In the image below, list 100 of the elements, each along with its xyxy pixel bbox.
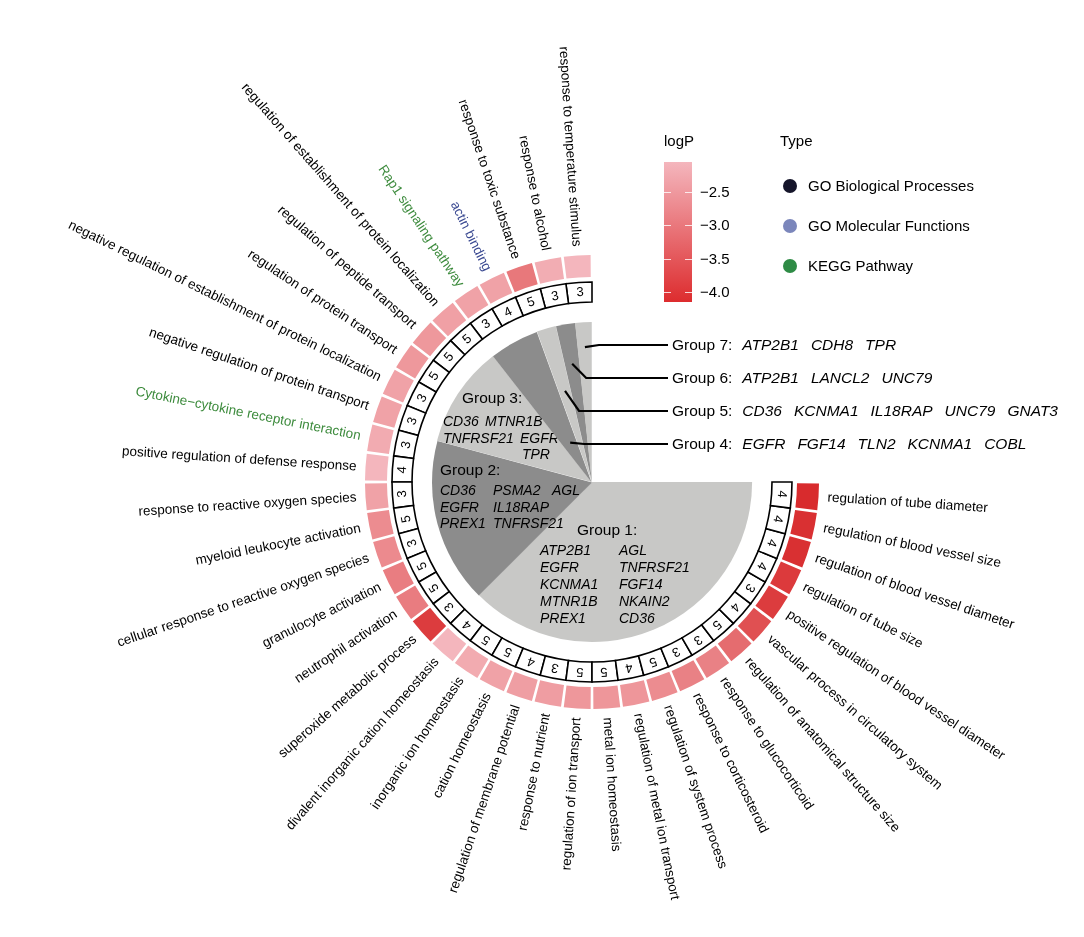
group-label: Group 7: xyxy=(672,335,733,355)
gene-count: 3 xyxy=(669,644,683,661)
gene-count: 3 xyxy=(479,316,494,332)
gene-count: 4 xyxy=(770,514,786,524)
gene-name: PREX1 xyxy=(540,610,586,626)
legend-title: Type xyxy=(780,132,813,149)
gene-name: EGFR xyxy=(540,559,579,575)
gene-count: 5 xyxy=(426,580,442,595)
gene-count: 5 xyxy=(479,632,494,648)
gene-name: MTNR1B xyxy=(485,413,543,429)
gene-count: 4 xyxy=(459,617,475,633)
term-label: regulation of tube diameter xyxy=(826,489,989,516)
gene-name: MTNR1B xyxy=(540,593,598,609)
gene-name: UNC79 xyxy=(944,401,996,421)
gene-count: 5 xyxy=(709,617,725,633)
gene-count: 3 xyxy=(441,599,457,615)
gene-count: 3 xyxy=(550,288,560,304)
gene-count: 4 xyxy=(754,559,771,573)
gene-count: 3 xyxy=(404,415,420,427)
gene-name: TPR xyxy=(865,335,897,355)
leader-line xyxy=(570,441,668,446)
group-label: Group 6: xyxy=(672,368,733,388)
gene-count: 4 xyxy=(764,537,780,549)
term-label: metal ion homeostasis xyxy=(599,716,625,853)
gene-name: LANCL2 xyxy=(810,368,870,388)
gene-count: 3 xyxy=(550,660,560,676)
group-label: Group 4: xyxy=(672,434,733,454)
gene-name: GNAT3 xyxy=(1007,401,1058,421)
gene-count: 5 xyxy=(525,294,537,310)
gene-name: NKAIN2 xyxy=(619,593,670,609)
gene-name: KCNMA1 xyxy=(540,576,599,592)
gene-count: 4 xyxy=(774,490,789,499)
group-label: Group 3: xyxy=(462,390,523,406)
group-label: Group 1: xyxy=(577,522,638,538)
gene-name: TNFRSF21 xyxy=(619,559,690,575)
gene-count: 3 xyxy=(413,391,430,405)
legend-label: GO Molecular Functions xyxy=(808,216,970,236)
gene-count: 5 xyxy=(501,644,515,661)
legend-label: KEGG Pathway xyxy=(808,256,914,276)
gene-name: FGF14 xyxy=(619,576,663,592)
gene-name: CD36 xyxy=(443,413,479,429)
gene-count: 4 xyxy=(395,465,410,474)
term-label: regulation of ion transport xyxy=(558,716,585,871)
gene-name: KCNMA1 xyxy=(907,434,973,454)
gene-name: FGF14 xyxy=(797,434,846,454)
gene-name: COBL xyxy=(984,434,1027,454)
gene-name: ATP2B1 xyxy=(742,335,799,355)
gene-name: UNC79 xyxy=(881,368,933,388)
gene-name: PREX1 xyxy=(440,515,486,531)
tick-label: −2.5 xyxy=(700,183,730,201)
gene-count: 3 xyxy=(690,632,705,648)
term-label: response to reactive oxygen species xyxy=(138,489,358,520)
tick-label: −3.5 xyxy=(700,250,730,268)
gene-count: 3 xyxy=(398,440,414,450)
scale-title: logP xyxy=(664,132,695,149)
gene-count: 5 xyxy=(459,331,475,347)
gene-name: IL18RAP xyxy=(870,401,933,421)
gene-name: AGL xyxy=(552,482,580,498)
tick-label: −3.0 xyxy=(700,216,730,234)
gene-count: 3 xyxy=(742,580,758,595)
gene-name: ATP2B1 xyxy=(540,542,592,558)
leader-line xyxy=(564,390,668,413)
gene-name: CD36 xyxy=(742,401,782,421)
gene-count: 5 xyxy=(413,559,430,573)
gene-name: KCNMA1 xyxy=(793,401,859,421)
gene-name: CD36 xyxy=(440,482,476,498)
leader-line xyxy=(571,362,668,380)
gene-count: 4 xyxy=(501,303,515,320)
gene-count: 4 xyxy=(624,660,634,676)
gene-name: PSMA2 xyxy=(493,482,541,498)
gene-count: 4 xyxy=(525,654,537,670)
gene-name: EGFR xyxy=(440,499,479,515)
gene-name: EGFR xyxy=(742,434,786,454)
gene-count: 5 xyxy=(647,654,659,670)
gene-count: 5 xyxy=(575,664,584,679)
term-label: response to alcohol xyxy=(516,134,554,252)
tick-label: −4.0 xyxy=(700,283,730,301)
gene-name: TPR xyxy=(522,446,550,462)
gene-name: CD36 xyxy=(619,610,655,626)
gene-count: 3 xyxy=(404,537,420,549)
gene-count: 3 xyxy=(575,285,584,300)
group-label: Group 5: xyxy=(672,401,733,421)
gene-count: 5 xyxy=(426,369,442,384)
gene-name: CDH8 xyxy=(810,335,854,355)
gene-count: 5 xyxy=(441,349,457,365)
term-label: positive regulation of defense response xyxy=(121,443,358,475)
gene-count: 4 xyxy=(727,599,743,615)
gene-name: TLN2 xyxy=(857,434,896,454)
gene-count: 5 xyxy=(398,514,414,524)
gene-count: 5 xyxy=(600,664,609,679)
term-label: response to temperature stimulus xyxy=(555,46,585,248)
leader-line xyxy=(584,343,668,349)
gene-name: ATP2B1 xyxy=(742,368,799,388)
gene-name: TNFRSF21 xyxy=(493,515,564,531)
legend-label: GO Biological Processes xyxy=(808,176,974,196)
gene-count: 3 xyxy=(395,490,410,499)
gene-name: IL18RAP xyxy=(493,499,550,515)
gene-name: AGL xyxy=(619,542,647,558)
group-label: Group 2: xyxy=(440,462,501,478)
gene-name: TNFRSF21 xyxy=(443,430,514,446)
